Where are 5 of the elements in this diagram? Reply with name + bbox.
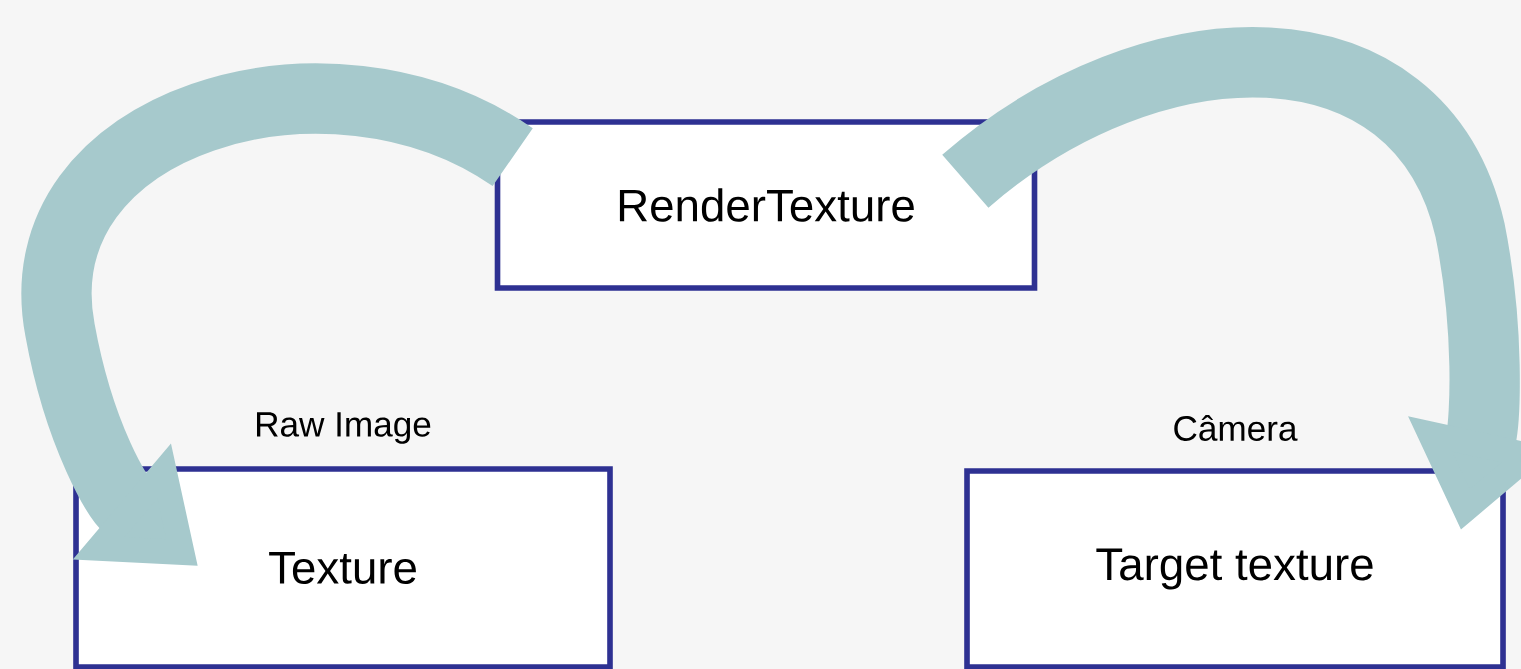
- text-box: Target texture: [964, 468, 1506, 669]
- text-box: Texture: [73, 466, 613, 669]
- text-box: RenderTexture: [494, 119, 1038, 291]
- box-caption: Raw Image: [257, 412, 431, 444]
- box-caption: Câmera: [1174, 415, 1298, 441]
